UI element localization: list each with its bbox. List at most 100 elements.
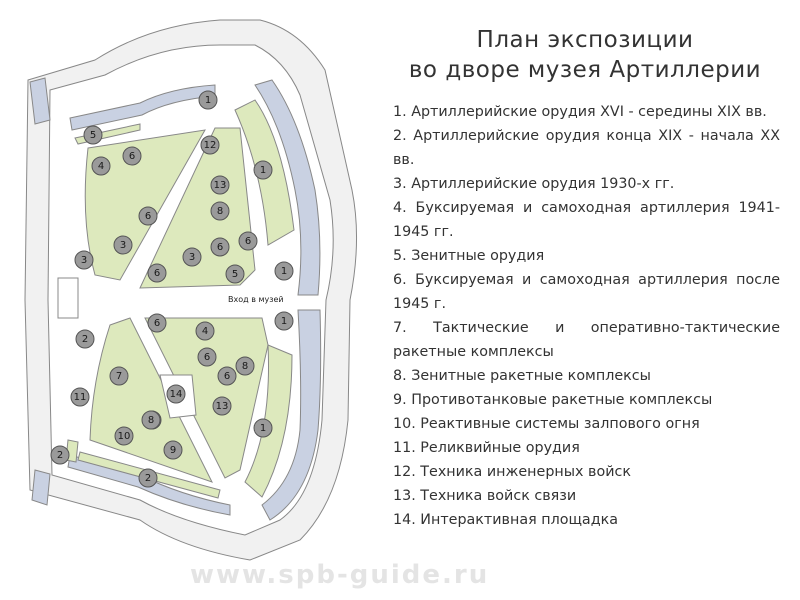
exhibit-marker: 10	[114, 426, 134, 446]
legend-item: 9. Противотанковые ракетные комплексы	[393, 388, 780, 412]
legend-item-text: Реактивные системы залпового огня	[415, 416, 700, 432]
exhibit-marker: 6	[147, 313, 167, 333]
legend-list: 1. Артиллерийские орудия XVI - середины …	[393, 100, 780, 532]
legend-item-text: Противотанковые ракетные комплексы	[406, 392, 713, 408]
exhibit-marker-number: 13	[214, 180, 227, 191]
legend-item-number: 5.	[393, 248, 407, 264]
exhibit-marker-number: 1	[281, 266, 287, 277]
exhibit-marker: 1	[274, 311, 294, 331]
exhibit-marker-number: 1	[260, 423, 266, 434]
exhibit-marker: 12	[200, 135, 220, 155]
exhibit-marker: 14	[166, 384, 186, 404]
exhibit-marker-circle	[198, 90, 218, 110]
exhibit-marker-circle	[138, 206, 158, 226]
legend-item: 2. Артиллерийские орудия конца XIX - нач…	[393, 124, 780, 172]
exhibit-marker-number: 4	[98, 161, 104, 172]
exhibit-marker-circle	[138, 468, 158, 488]
legend-item-text: Буксируемая и самоходная артиллерия посл…	[393, 272, 780, 312]
exhibit-marker-number: 3	[189, 252, 195, 263]
exhibit-marker: 6	[197, 347, 217, 367]
legend-item: 3. Артиллерийские орудия 1930-х гг.	[393, 172, 780, 196]
exhibit-marker-number: 6	[204, 352, 210, 363]
legend-item-number: 8.	[393, 368, 407, 384]
left-gate	[57, 277, 79, 319]
legend-item-number: 14.	[393, 512, 416, 528]
exhibit-marker-circle	[147, 263, 167, 283]
exhibit-marker: 6	[138, 206, 158, 226]
legend-item: 6. Буксируемая и самоходная артиллерия п…	[393, 268, 780, 316]
legend-item: 5. Зенитные орудия	[393, 244, 780, 268]
exhibit-marker: 4	[195, 321, 215, 341]
legend-item-number: 6.	[393, 272, 407, 288]
exhibit-marker-number: 3	[120, 240, 126, 251]
exhibit-marker-circle	[238, 231, 258, 251]
map-title-line-2: во дворе музея Артиллерии	[408, 57, 762, 83]
exhibit-marker-circle	[113, 235, 133, 255]
legend-item-text: Зенитные ракетные комплексы	[406, 368, 651, 384]
exhibit-marker-circle	[114, 426, 134, 446]
exhibit-marker: 5	[225, 264, 245, 284]
exhibit-marker-circle	[75, 329, 95, 349]
exhibit-marker-number: 13	[216, 401, 229, 412]
legend-item: 4. Буксируемая и самоходная артиллерия 1…	[393, 196, 780, 244]
blue-strip-left-top	[29, 77, 51, 125]
exhibit-marker-number: 5	[90, 130, 96, 141]
map-title-line-1: План экспозиции	[476, 27, 694, 53]
exhibit-marker-circle	[182, 247, 202, 267]
exhibit-marker-circle	[83, 125, 103, 145]
exhibit-marker-circle	[147, 313, 167, 333]
exhibit-marker-number: 8	[217, 206, 223, 217]
exhibit-marker-number: 11	[74, 392, 87, 403]
legend-item-text: Тактические и оперативно-тактические рак…	[393, 320, 780, 360]
legend-item-number: 9.	[393, 392, 407, 408]
exhibit-marker: 1	[198, 90, 218, 110]
blue-strip-right-bottom	[261, 309, 322, 521]
exhibit-marker: 1	[253, 418, 273, 438]
legend-item-number: 3.	[393, 176, 407, 192]
exhibit-marker: 2	[50, 445, 70, 465]
legend-item-text: Зенитные орудия	[406, 248, 545, 264]
exhibit-marker-circle	[225, 264, 245, 284]
exhibit-marker: 1	[253, 160, 273, 180]
exhibit-marker-number: 5	[232, 269, 238, 280]
exhibit-marker-number: 6	[245, 236, 251, 247]
legend-item: 13. Техника войск связи	[393, 484, 780, 508]
legend-item: 8. Зенитные ракетные комплексы	[393, 364, 780, 388]
exhibit-marker: 3	[182, 247, 202, 267]
exhibit-marker: 6	[217, 366, 237, 386]
exhibit-marker-circle	[74, 250, 94, 270]
exhibit-marker-number: 14	[170, 389, 183, 400]
exhibit-marker: 9	[163, 440, 183, 460]
exhibit-marker: 8	[235, 356, 255, 376]
exhibit-marker-circle	[210, 175, 230, 195]
legend-item-text: Артиллерийские орудия 1930-х гг.	[406, 176, 675, 192]
exhibit-marker: 6	[147, 263, 167, 283]
exhibit-marker-circle	[141, 410, 161, 430]
exhibit-marker-number: 6	[154, 318, 160, 329]
exhibit-marker-number: 1	[281, 316, 287, 327]
legend-item-number: 1.	[393, 104, 407, 120]
exhibit-marker: 7	[109, 366, 129, 386]
exhibit-marker-number: 8	[148, 415, 154, 426]
exhibit-marker-number: 12	[204, 140, 217, 151]
exhibit-marker-number: 7	[116, 371, 122, 382]
exhibit-marker-circle	[109, 366, 129, 386]
legend-item-number: 12.	[393, 464, 416, 480]
legend-item: 1. Артиллерийские орудия XVI - середины …	[393, 100, 780, 124]
exhibit-marker-circle	[50, 445, 70, 465]
legend-item: 14. Интерактивная площадка	[393, 508, 780, 532]
exhibit-marker-number: 1	[260, 165, 266, 176]
exhibit-marker-number: 6	[217, 242, 223, 253]
legend-item: 7. Тактические и оперативно-тактические …	[393, 316, 780, 364]
exhibit-marker-circle	[210, 201, 230, 221]
exhibit-marker-circle	[163, 440, 183, 460]
exhibit-marker-circle	[274, 311, 294, 331]
exhibit-marker-circle	[200, 135, 220, 155]
entrance-label: Вход в музей	[228, 295, 284, 304]
exhibit-marker: 5	[83, 125, 103, 145]
exhibit-marker: 3	[113, 235, 133, 255]
legend-item-text: Техника инженерных войск	[415, 464, 631, 480]
legend-item: 11. Реликвийные орудия	[393, 436, 780, 460]
legend-item-text: Артиллерийские орудия XVI - середины XIX…	[406, 104, 767, 120]
exhibit-marker: 6	[122, 146, 142, 166]
